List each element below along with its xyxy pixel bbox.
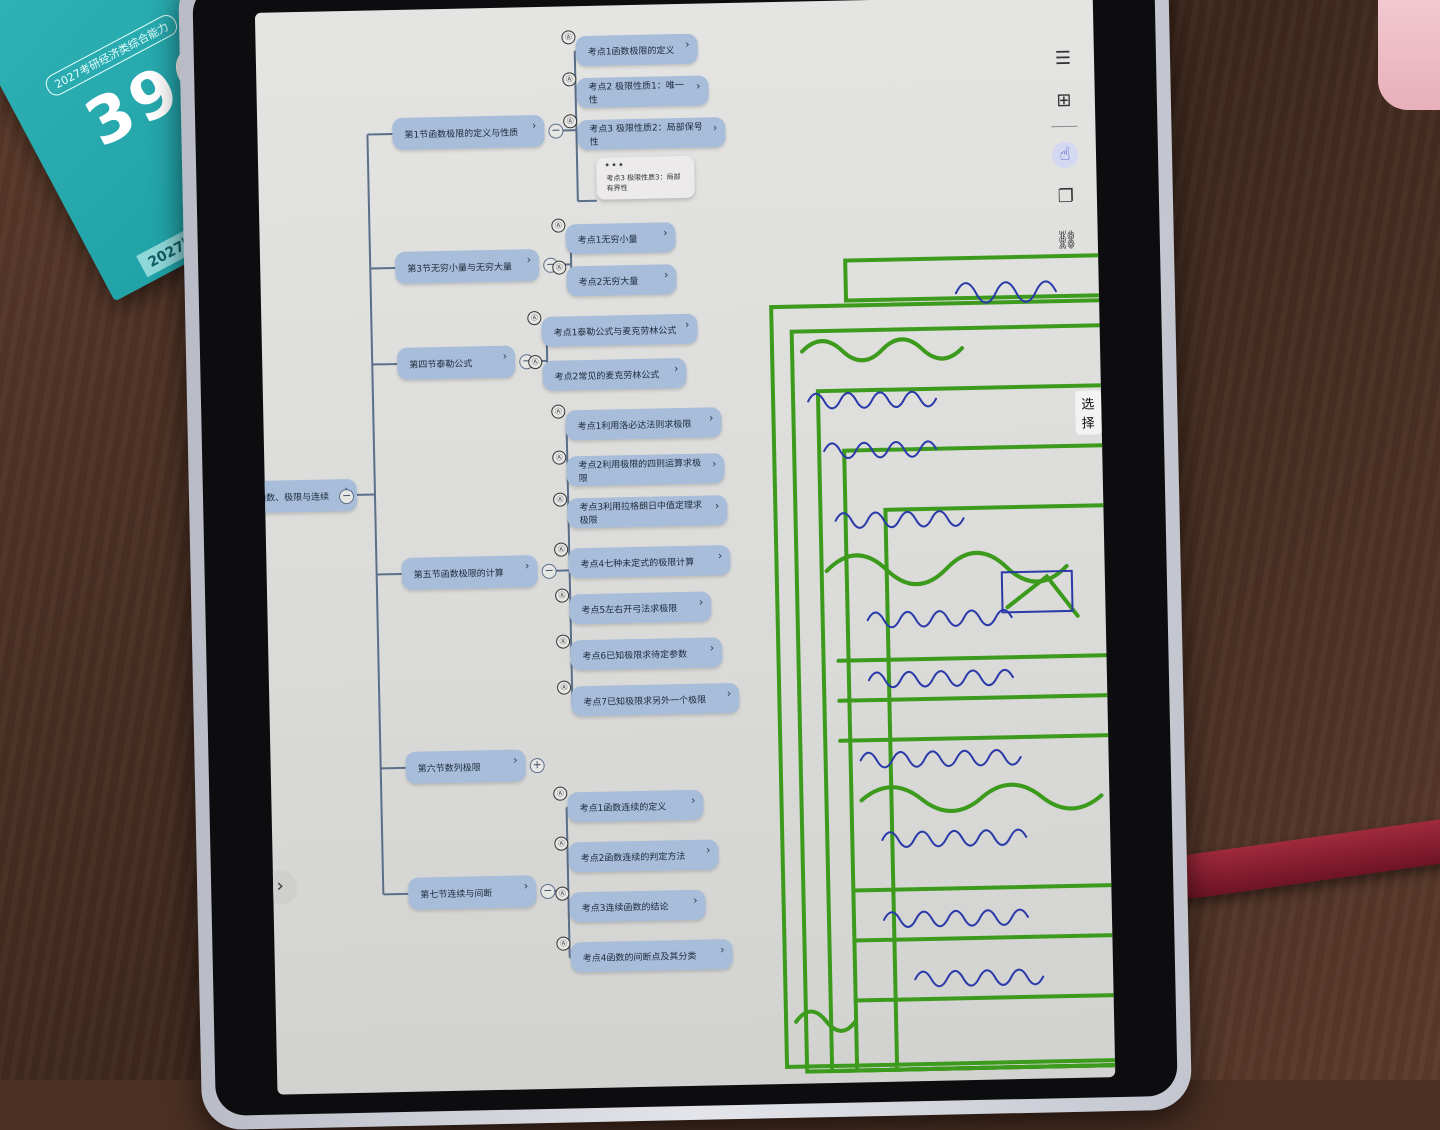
- topic-node-label: 考点4七种未定式的极限计算: [580, 554, 694, 569]
- topic-node-label: 考点5左右开弓法求极限: [581, 601, 677, 616]
- topic-node[interactable]: 考点2函数连续的判定方法 ›: [568, 839, 719, 872]
- section-node[interactable]: 第3节无穷小量与无穷大量 ›: [395, 249, 540, 284]
- toolbar-divider: [1051, 126, 1077, 128]
- section-node-label: 第3节无穷小量与无穷大量: [407, 259, 512, 274]
- topic-node[interactable]: 考点2 极限性质1：唯一性 ›: [576, 75, 709, 108]
- chevron-right-icon: ›: [727, 687, 732, 700]
- more-dots-icon[interactable]: •••: [604, 160, 625, 171]
- connector-line: [377, 574, 402, 575]
- connector-line: [383, 894, 408, 895]
- chevron-right-icon: ›: [706, 844, 711, 857]
- topic-node-label: 考点2 极限性质1：唯一性: [588, 78, 689, 106]
- chevron-right-icon: ›: [718, 549, 723, 562]
- topic-node-label: 考点1函数连续的定义: [579, 799, 666, 814]
- topic-node-label: 考点2利用极限的四则运算求极限: [578, 456, 705, 485]
- section-node[interactable]: 第1节函数极限的定义与性质 ›: [392, 115, 545, 150]
- section-node-label: 第七节连续与间断: [420, 886, 492, 901]
- chevron-right-icon: ›: [712, 457, 717, 470]
- root-node-label: 函数、极限与连续: [257, 489, 329, 504]
- section-node[interactable]: 第五节函数极限的计算 ›: [401, 555, 538, 590]
- topic-node[interactable]: 考点6已知极限求待定参数 ›: [570, 637, 723, 670]
- handwritten-notes-overlay: [760, 234, 1116, 1093]
- chevron-right-icon: ›: [527, 253, 532, 266]
- tablet-bezel: 函数、极限与连续 › − 第1节函数极限的定义与性质 ›−考点1函数极限的定义 …: [192, 0, 1177, 1116]
- topic-node[interactable]: 考点5左右开弓法求极限 ›: [569, 591, 712, 624]
- topic-node-label: 考点3利用拉格朗日中值定理求极限: [579, 498, 708, 527]
- topic-node[interactable]: 考点1函数极限的定义 ›: [575, 34, 698, 67]
- connector-line: [381, 768, 406, 769]
- chevron-right-icon: ›: [710, 641, 715, 654]
- select-button[interactable]: 选择: [1075, 390, 1102, 435]
- chevron-right-icon: ›: [693, 894, 698, 907]
- topic-node-label: 考点1无穷小量: [578, 231, 638, 245]
- section-node[interactable]: 第六节数列极限 ›: [405, 749, 526, 784]
- topic-node[interactable]: 考点1利用洛必达法则求极限 ›: [565, 407, 722, 440]
- topic-node-label: 考点2函数连续的判定方法: [580, 849, 685, 864]
- chevron-right-icon: ›: [691, 794, 696, 807]
- chevron-right-icon: ›: [685, 38, 690, 51]
- tablet-device: 函数、极限与连续 › − 第1节函数极限的定义与性质 ›−考点1函数极限的定义 …: [178, 0, 1192, 1130]
- connector-line: [372, 364, 397, 365]
- section-node-label: 第1节函数极限的定义与性质: [404, 125, 518, 140]
- chevron-right-icon: ›: [699, 596, 704, 609]
- section-node-label: 第四节泰勒公式: [409, 356, 472, 370]
- chevron-right-icon: ›: [513, 754, 518, 767]
- topic-node-label: 考点1利用洛必达法则求极限: [577, 416, 691, 431]
- topic-node[interactable]: 考点1函数连续的定义 ›: [567, 790, 704, 823]
- chevron-right-icon: ›: [524, 879, 529, 892]
- chevron-right-icon: ›: [709, 411, 714, 424]
- topic-node-label: 考点6已知极限求待定参数: [582, 646, 687, 661]
- topic-node[interactable]: 考点2无穷大量 ›: [566, 264, 677, 296]
- topic-node-label: 考点1函数极限的定义: [588, 43, 675, 58]
- topic-node[interactable]: 考点4七种未定式的极限计算 ›: [568, 545, 731, 578]
- topic-node-label: 考点1泰勒公式与麦克劳林公式: [553, 323, 676, 339]
- topic-node[interactable]: 考点2利用极限的四则运算求极限 ›: [566, 453, 725, 486]
- connector-line: [567, 808, 570, 958]
- section-node[interactable]: 第四节泰勒公式 ›: [397, 346, 516, 380]
- pink-object: [1378, 0, 1440, 110]
- chevron-right-icon: ›: [715, 499, 720, 512]
- topic-node-label: 考点3 极限性质2：局部保号性: [589, 119, 706, 147]
- connector-line: [367, 135, 383, 895]
- topic-node-label: 考点7已知极限求另外一个极限: [583, 692, 706, 708]
- topic-node[interactable]: 考点1无穷小量 ›: [565, 222, 676, 254]
- connector-line: [370, 268, 395, 269]
- topic-node[interactable]: 考点3连续函数的结论 ›: [569, 890, 706, 923]
- outline-icon[interactable]: ☰: [1050, 46, 1077, 73]
- section-node-label: 第五节函数极限的计算: [414, 565, 504, 580]
- popup-card-label: 考点3 极限性质3：局部有界性: [606, 173, 680, 193]
- chevron-right-icon: ›: [674, 362, 679, 375]
- topic-node[interactable]: 考点2常见的麦克劳林公式 ›: [542, 358, 687, 391]
- copy-icon[interactable]: ❐: [1053, 184, 1080, 211]
- connector-line: [367, 134, 392, 135]
- section-node[interactable]: 第七节连续与间断 ›: [408, 875, 537, 910]
- topic-node-label: 考点3连续函数的结论: [582, 899, 669, 914]
- chevron-right-icon: ›: [720, 943, 725, 956]
- chevron-right-icon: ›: [685, 318, 690, 331]
- chevron-right-icon: ›: [532, 119, 537, 132]
- popup-card[interactable]: ••• 考点3 极限性质3：局部有界性: [596, 156, 695, 200]
- layout-icon[interactable]: ⊞: [1051, 88, 1078, 115]
- chevron-right-icon: ›: [663, 226, 668, 239]
- section-node-label: 第六节数列极限: [418, 760, 481, 774]
- pointer-icon[interactable]: ☝: [1052, 142, 1079, 169]
- topic-node-label: 考点2常见的麦克劳林公式: [554, 367, 659, 382]
- topic-node[interactable]: 考点3 极限性质2：局部保号性 ›: [577, 117, 726, 150]
- chevron-right-icon: ›: [664, 268, 669, 281]
- chevron-right-icon: ›: [525, 559, 530, 572]
- topic-node-label: 考点2无穷大量: [578, 273, 638, 287]
- chevron-right-icon: ›: [696, 80, 701, 93]
- chevron-right-icon: ›: [503, 350, 508, 363]
- topic-node[interactable]: 考点3利用拉格朗日中值定理求极限 ›: [567, 495, 728, 528]
- topic-node-label: 考点4函数的间断点及其分类: [583, 948, 697, 963]
- mindmap-canvas[interactable]: 函数、极限与连续 › − 第1节函数极限的定义与性质 ›−考点1函数极限的定义 …: [255, 0, 1115, 1095]
- chevron-right-icon: ›: [713, 121, 718, 134]
- topic-node[interactable]: 考点1泰勒公式与麦克劳林公式 ›: [541, 314, 698, 347]
- topic-node[interactable]: 考点7已知极限求另外一个极限 ›: [571, 683, 740, 717]
- topic-node[interactable]: 考点4函数的间断点及其分类 ›: [570, 939, 733, 972]
